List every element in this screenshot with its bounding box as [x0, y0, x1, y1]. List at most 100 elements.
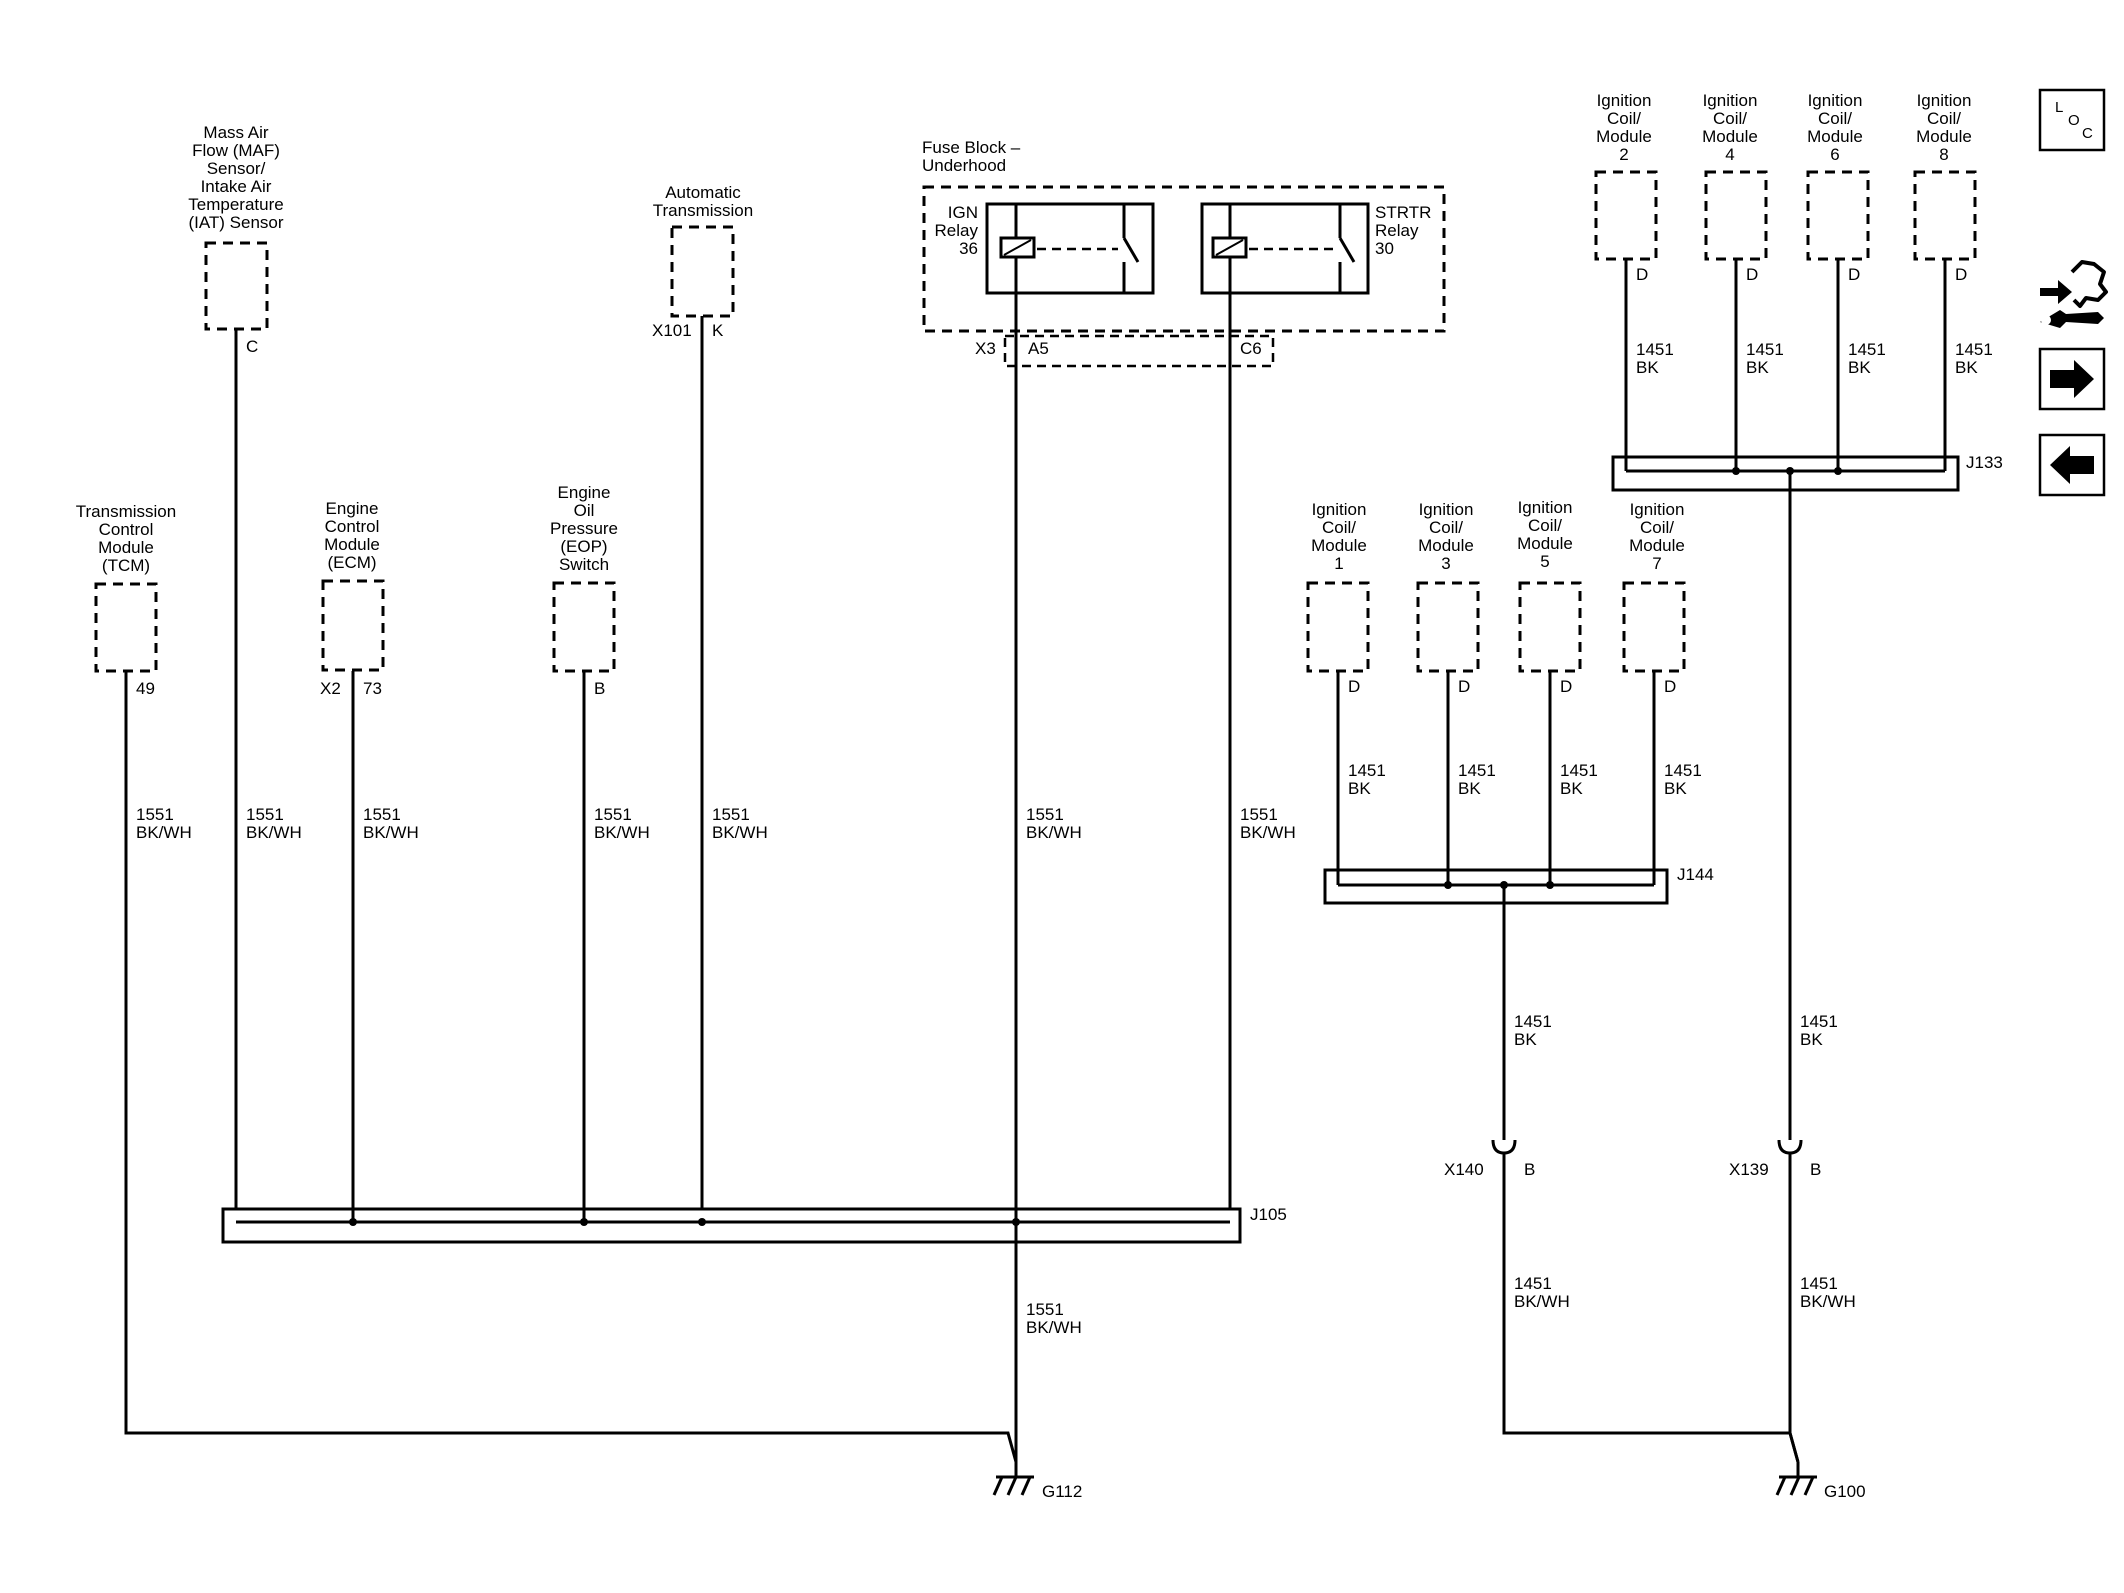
svg-text:Switch: Switch — [559, 555, 609, 574]
svg-text:1451: 1451 — [1458, 761, 1496, 780]
svg-text:Coil/: Coil/ — [1429, 518, 1463, 537]
svg-text:BK: BK — [1458, 779, 1481, 798]
transmission-pin-label: K — [712, 321, 724, 340]
svg-text:Module: Module — [1916, 127, 1972, 146]
next-page-button[interactable] — [2038, 347, 2106, 411]
svg-text:Intake Air: Intake Air — [201, 177, 272, 196]
svg-text:Module: Module — [1629, 536, 1685, 555]
previous-page-button[interactable] — [2038, 433, 2106, 497]
svg-text:1551: 1551 — [1240, 805, 1278, 824]
ground-g112-symbol — [992, 1422, 1034, 1496]
svg-text:36: 36 — [959, 239, 978, 258]
svg-text:Relay: Relay — [1375, 221, 1419, 240]
fuse-block-pin-c6: C6 — [1240, 339, 1262, 358]
svg-text:1: 1 — [1334, 554, 1343, 573]
svg-text:Automatic: Automatic — [665, 183, 741, 202]
svg-text:BK: BK — [1348, 779, 1371, 798]
inline-connector-x140-pin: B — [1524, 1160, 1535, 1179]
svg-text:BK/WH: BK/WH — [594, 823, 650, 842]
ecm-connector — [321, 579, 385, 672]
coil-2-pin-label: D — [1636, 265, 1648, 284]
svg-text:BK: BK — [1514, 1030, 1537, 1049]
maf-pin-label: C — [246, 337, 258, 356]
inline-connector-x139-symbol — [1777, 1139, 1803, 1162]
svg-text:Ignition: Ignition — [1808, 91, 1863, 110]
svg-text:BK: BK — [1636, 358, 1659, 377]
transmission-connector — [670, 225, 735, 318]
svg-text:4: 4 — [1725, 145, 1734, 164]
inline-connector-x139-label: X139 — [1729, 1160, 1769, 1179]
tcm-label: Transmission Control Module (TCM) — [76, 502, 176, 575]
svg-text:BK/WH: BK/WH — [1800, 1292, 1856, 1311]
svg-text:Fuse Block –: Fuse Block – — [922, 138, 1021, 157]
ecm-label: Engine Control Module (ECM) — [324, 499, 380, 572]
coil-1-connector — [1306, 581, 1370, 673]
fuse-block-underhood: IGN Relay 36 STRTR Relay 30 X3 A5 C6 — [922, 185, 1446, 368]
automatic-transmission-label: Automatic Transmission — [653, 183, 753, 220]
svg-text:Temperature: Temperature — [188, 195, 283, 214]
coil-2-label: Ignition Coil/ Module 2 — [1596, 91, 1652, 164]
eop-switch-connector — [552, 581, 616, 673]
svg-text:Transmission: Transmission — [653, 201, 753, 220]
svg-text:BK/WH: BK/WH — [1026, 1318, 1082, 1337]
svg-text:1451: 1451 — [1348, 761, 1386, 780]
ground-g112-label: G112 — [1042, 1482, 1082, 1501]
svg-text:(ECM): (ECM) — [327, 553, 376, 572]
coil-1-pin-label: D — [1348, 677, 1360, 696]
splice-j105-node-transmission — [698, 1218, 706, 1226]
svg-text:7: 7 — [1652, 554, 1661, 573]
component-view-button[interactable] — [2040, 260, 2108, 328]
svg-text:Coil/: Coil/ — [1713, 109, 1747, 128]
svg-text:1551: 1551 — [1026, 1300, 1064, 1319]
svg-text:1551: 1551 — [1026, 805, 1064, 824]
svg-text:Module: Module — [1702, 127, 1758, 146]
splice-pack-j105 — [221, 1207, 1242, 1244]
svg-text:Ignition: Ignition — [1518, 498, 1573, 517]
tcm-pin-label: 49 — [136, 679, 155, 698]
splice-j144-node-5 — [1546, 881, 1554, 889]
svg-text:Coil/: Coil/ — [1322, 518, 1356, 537]
coil-5-connector — [1518, 581, 1582, 673]
svg-text:Coil/: Coil/ — [1927, 109, 1961, 128]
splice-j144-label: J144 — [1677, 865, 1714, 884]
svg-text:1551: 1551 — [712, 805, 750, 824]
svg-text:Control: Control — [99, 520, 154, 539]
svg-text:Module: Module — [1311, 536, 1367, 555]
strtr-relay — [1200, 202, 1370, 295]
fuse-block-outline — [922, 185, 1446, 333]
svg-text:Ignition: Ignition — [1312, 500, 1367, 519]
svg-text:Control: Control — [325, 517, 380, 536]
wrench-engine-icon — [2040, 260, 2108, 328]
svg-text:BK/WH: BK/WH — [1240, 823, 1296, 842]
svg-text:1451: 1451 — [1848, 340, 1886, 359]
inline-connector-x140-symbol — [1491, 1139, 1517, 1162]
location-button[interactable]: L O C — [2038, 88, 2106, 152]
coil-2-connector — [1594, 170, 1658, 261]
strtr-relay-label: STRTR Relay 30 — [1375, 203, 1431, 258]
coil-5-label: Ignition Coil/ Module 5 — [1517, 498, 1573, 571]
ecm-pin-label: 73 — [363, 679, 382, 698]
svg-text:30: 30 — [1375, 239, 1394, 258]
svg-text:Engine: Engine — [558, 483, 611, 502]
svg-text:(EOP): (EOP) — [560, 537, 607, 556]
coil-8-connector — [1913, 170, 1977, 261]
svg-text:1451: 1451 — [1955, 340, 1993, 359]
coil-6-label: Ignition Coil/ Module 6 — [1807, 91, 1863, 164]
svg-text:(IAT) Sensor: (IAT) Sensor — [188, 213, 283, 232]
svg-text:Ignition: Ignition — [1703, 91, 1758, 110]
coil-3-pin-label: D — [1458, 677, 1470, 696]
coil-6-connector — [1806, 170, 1870, 261]
inline-connector-x140-label: X140 — [1444, 1160, 1484, 1179]
splice-j144-node-3 — [1444, 881, 1452, 889]
eop-switch-label: Engine Oil Pressure (EOP) Switch — [550, 483, 618, 574]
